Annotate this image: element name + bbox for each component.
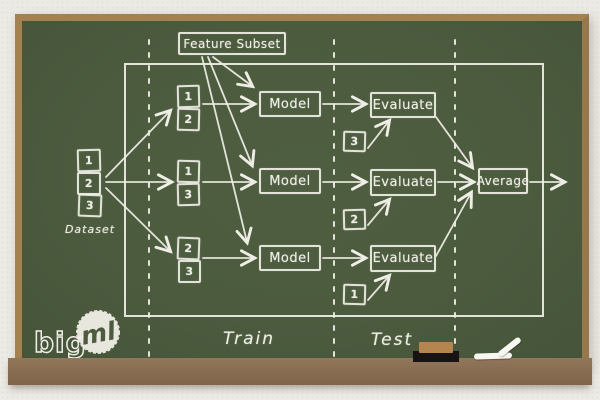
eraser — [413, 351, 459, 362]
train-fold-box: 1 — [176, 84, 201, 109]
fold-number: 2 — [184, 241, 193, 256]
model-box: Model — [259, 91, 321, 117]
train-fold-box: 1 — [176, 159, 201, 184]
fold-number: 1 — [184, 164, 193, 179]
fold-number: 3 — [184, 187, 193, 202]
evaluate-label: Evaluate — [372, 251, 434, 266]
evaluate-box: Evaluate — [370, 245, 436, 272]
eraser-felt-top — [419, 342, 453, 353]
test-fold-box: 1 — [342, 283, 367, 306]
model-label: Model — [269, 173, 311, 189]
chalkboard-frame — [15, 14, 589, 366]
fold-number: 1 — [184, 89, 193, 104]
train-phase-label: Train — [223, 329, 275, 349]
evaluate-label: Evaluate — [372, 175, 434, 190]
partition-dashed-lines — [148, 39, 456, 357]
evaluate-box: Evaluate — [370, 169, 436, 196]
fold-number: 2 — [350, 212, 359, 227]
train-fold-box: 3 — [178, 260, 201, 283]
test-fold-box: 3 — [342, 130, 367, 153]
fold-number: 2 — [184, 112, 193, 127]
dataset-fold-2: 2 — [77, 172, 101, 195]
bigml-logo: big ml — [33, 310, 120, 360]
average-box: Average — [476, 168, 530, 194]
dataset-fold-3: 3 — [77, 193, 103, 218]
fold-number: 3 — [350, 134, 359, 149]
fold-number: 3 — [185, 265, 194, 278]
fold-number: 1 — [84, 153, 94, 168]
train-fold-box: 2 — [176, 107, 201, 132]
test-phase-label: Test — [370, 330, 414, 350]
fold-number: 2 — [84, 177, 94, 190]
logo-ml-text: ml — [79, 316, 119, 351]
evaluate-box: Evaluate — [370, 92, 436, 118]
feature-subset-box: Feature Subset — [178, 32, 286, 55]
logo-circle-ring — [76, 310, 120, 354]
model-box: Model — [259, 168, 321, 194]
train-fold-box: 2 — [176, 236, 201, 261]
feature-subset-label: Feature Subset — [183, 36, 281, 51]
fold-number: 3 — [85, 198, 95, 213]
pipeline-outline — [124, 63, 544, 317]
average-label: Average — [476, 174, 530, 188]
model-box: Model — [259, 245, 321, 271]
model-label: Model — [269, 250, 311, 266]
test-fold-box: 2 — [342, 208, 367, 231]
fold-number: 1 — [350, 287, 359, 302]
model-label: Model — [269, 96, 311, 112]
dataset-fold-1: 1 — [76, 148, 102, 173]
chalk-tray — [8, 358, 592, 385]
flow-arrows — [105, 56, 564, 301]
logo-circle — [77, 311, 119, 353]
dataset-label: Dataset — [64, 223, 116, 236]
train-fold-box: 3 — [176, 182, 201, 207]
evaluate-label: Evaluate — [372, 97, 434, 113]
